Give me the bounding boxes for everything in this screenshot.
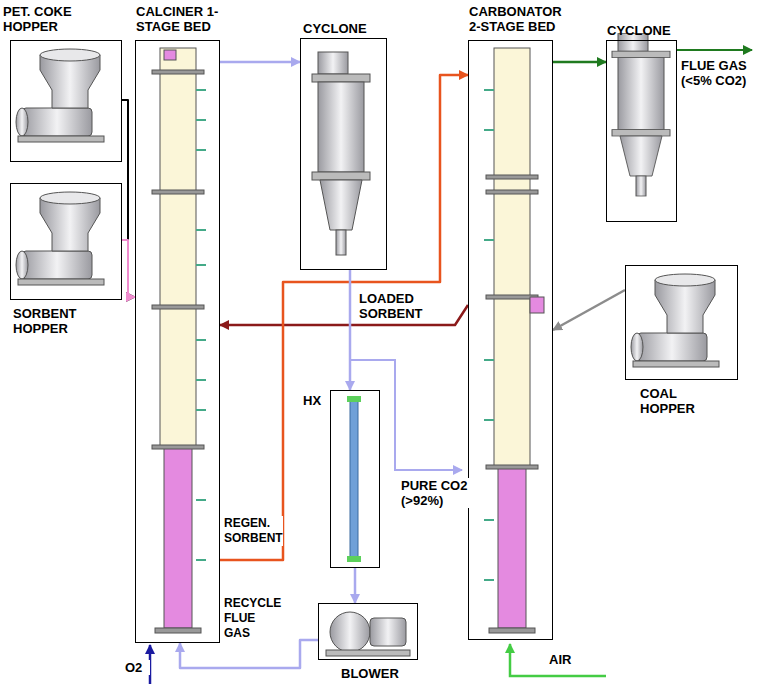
equipment-label: CYCLONE bbox=[607, 23, 687, 38]
equipment-label: CALCINER 1-STAGE BED bbox=[136, 4, 236, 34]
cyclone-box: CYCLONE bbox=[606, 40, 677, 222]
blower-box: BLOWER bbox=[318, 603, 418, 660]
reactor-box: CARBONATOR 2-STAGE BED bbox=[468, 40, 553, 640]
stream-label: LOADED SORBENT bbox=[358, 291, 436, 321]
hopper-box: SORBENT HOPPER bbox=[10, 183, 122, 300]
stream-arrow bbox=[122, 100, 135, 297]
stream-label: FLUE GAS (<5% CO2) bbox=[680, 58, 758, 88]
cyclone-box: CYCLONE bbox=[300, 38, 387, 270]
stream-arrow bbox=[349, 270, 352, 390]
stream-label: AIR bbox=[548, 652, 590, 667]
equipment-label: PET. COKE HOPPER bbox=[3, 4, 85, 34]
equipment-label: CARBONATOR 2-STAGE BED bbox=[469, 4, 573, 34]
stream-label: PURE CO2 (>92%) bbox=[400, 478, 478, 508]
stream-arrow bbox=[180, 640, 318, 668]
equipment-label: BLOWER bbox=[341, 666, 417, 681]
equipment-label: COAL HOPPER bbox=[640, 386, 714, 416]
stream-arrow bbox=[220, 61, 300, 64]
stream-arrow bbox=[553, 290, 625, 330]
stream-arrow bbox=[553, 61, 606, 64]
stream-arrow bbox=[354, 568, 357, 603]
stream-label: O2 bbox=[124, 660, 150, 675]
hopper-box: PET. COKE HOPPER bbox=[10, 40, 122, 162]
heat-exchanger-box: HX bbox=[330, 390, 380, 568]
hopper-box: COAL HOPPER bbox=[625, 265, 738, 380]
equipment-label: SORBENT HOPPER bbox=[13, 306, 95, 336]
stream-label: REGEN. SORBENT bbox=[223, 516, 283, 546]
stream-arrow bbox=[122, 240, 135, 297]
equipment-label: CYCLONE bbox=[303, 21, 393, 36]
stream-label: RECYCLE FLUE GAS bbox=[223, 596, 283, 641]
reactor-box: CALCINER 1-STAGE BED bbox=[135, 40, 220, 643]
equipment-label: HX bbox=[303, 393, 329, 408]
